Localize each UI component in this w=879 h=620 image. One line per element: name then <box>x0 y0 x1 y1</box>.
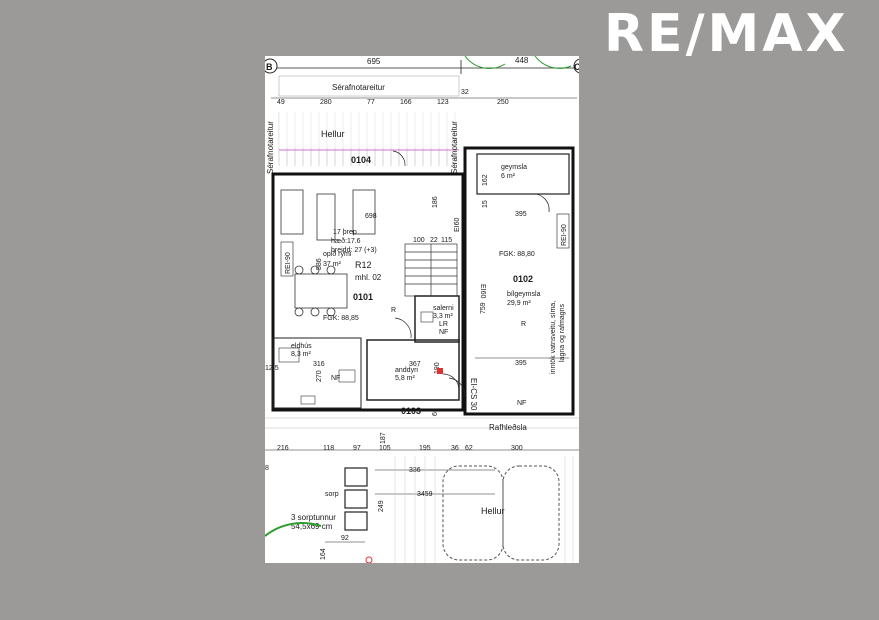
rei90-right: REI-90 <box>561 224 568 246</box>
dim-97: 97 <box>353 445 361 452</box>
vertical-note-2: lagna og rafmagns <box>559 304 566 362</box>
dim-92: 92 <box>341 535 349 542</box>
sorp-label: sorp <box>325 491 339 498</box>
side-label-right: Sérafnotareitur <box>450 121 459 174</box>
ei60-b: EI60 <box>479 284 486 299</box>
open-room-name: opið rými <box>323 250 352 258</box>
hellur-bottom-label: Hellur <box>481 506 505 516</box>
dim-187: 187 <box>380 432 387 444</box>
dim-12-5: 12,5 <box>265 365 279 372</box>
dim-123: 123 <box>437 99 449 106</box>
open-room-area: 37 m² <box>323 261 342 268</box>
dim-top-448: 448 <box>515 56 529 65</box>
dim-77: 77 <box>367 99 375 106</box>
dim-395-a: 395 <box>515 211 527 218</box>
vertical-note-1: inntök vatnsveitu, síma, <box>550 301 557 374</box>
grid-marker-b: B <box>266 62 273 72</box>
anddyri-area: 5,8 m² <box>395 375 416 382</box>
floor-plan: 695 448 B C Sérafnotareitur 49 280 77 16… <box>265 56 579 563</box>
dim-49: 49 <box>277 99 285 106</box>
remax-logo: RE/MAX <box>604 4 849 64</box>
dim-65: 65 <box>432 408 439 416</box>
dim-166: 166 <box>400 99 412 106</box>
dim-115: 115 <box>441 237 452 244</box>
stairs-text-1: 17 þrep <box>333 229 357 236</box>
dim-162: 162 <box>482 174 489 186</box>
r12-label: R12 <box>355 260 372 270</box>
dim-250: 250 <box>497 99 509 106</box>
terrace-label: Sérafnotareitur <box>332 83 385 92</box>
dim-270: 270 <box>316 370 323 382</box>
eldhus-area: 8,3 m² <box>291 351 312 358</box>
floor-plan-drawing: 695 448 B C Sérafnotareitur 49 280 77 16… <box>265 56 579 563</box>
stairs-text-2: hæð:17.6 <box>331 237 361 245</box>
dim-105: 105 <box>379 445 391 452</box>
ei60-a: EI60 <box>454 217 461 232</box>
dim-586: 586 <box>316 258 323 270</box>
r-label-0102: R <box>521 321 526 328</box>
dim-316: 316 <box>313 361 325 368</box>
dim-249: 249 <box>378 500 385 512</box>
dim-195: 195 <box>419 445 431 452</box>
anddyri-name: anddyri <box>395 367 418 374</box>
dim-22: 22 <box>430 237 438 244</box>
dim-216: 216 <box>277 445 289 452</box>
lr-label: LR <box>439 321 448 328</box>
rei90-left: REI-90 <box>285 252 292 274</box>
dim-36: 36 <box>451 445 459 452</box>
unit-0101: 0101 <box>353 292 373 302</box>
dim-100: 100 <box>413 237 425 244</box>
bilgeymsla-name: bílgeymsla <box>507 291 541 298</box>
nf-garage: NF <box>517 400 526 407</box>
fgk-0102: FGK: 88,80 <box>499 251 535 258</box>
sorptunnur-text-2: 54,5x69 cm <box>291 522 333 531</box>
dim-top-695: 695 <box>367 57 381 66</box>
dim-15: 15 <box>482 200 489 208</box>
edge-dim-8: 8 <box>265 465 269 472</box>
dim-395-b: 395 <box>515 360 527 367</box>
geymsla-name: geymsla <box>501 164 527 171</box>
nf-kitchen: NF <box>331 375 340 382</box>
r-label-0101: R <box>391 307 396 314</box>
side-label-left: Sérafnotareitur <box>266 121 275 174</box>
eldhus-name: eldhús <box>291 343 312 350</box>
dim-280: 280 <box>320 99 332 106</box>
unit-0104: 0104 <box>351 155 371 165</box>
dim-186: 186 <box>432 196 439 208</box>
nf-label: NF <box>439 329 448 336</box>
unit-0103: 0103 <box>401 406 421 416</box>
geymsla-area: 6 m² <box>501 173 516 180</box>
salerni-name: salerni <box>433 305 454 312</box>
sorptunnur-text-1: 3 sorptunnur <box>291 513 336 522</box>
dim-32: 32 <box>461 89 469 96</box>
fgk-0101: FGK: 88,85 <box>323 315 359 322</box>
dim-164: 164 <box>320 548 327 560</box>
dim-367: 367 <box>409 361 421 368</box>
mhl-label: mhl. 02 <box>355 273 382 282</box>
dim-62: 62 <box>465 445 473 452</box>
bilgeymsla-area: 29,9 m² <box>507 300 531 307</box>
salerni-area: 3,3 m² <box>433 313 454 320</box>
rafhleosla-label: Rafhleðsla <box>489 423 527 432</box>
stairs-text-3: breidd: 27 (+3) <box>331 247 377 254</box>
dim-698: 698 <box>365 213 377 220</box>
hellur-top-label: Hellur <box>321 129 345 139</box>
dim-118: 118 <box>323 445 334 452</box>
unit-0102: 0102 <box>513 274 533 284</box>
dim-300: 300 <box>511 445 523 452</box>
ei-cs30-label: EI-CS 30 <box>469 378 478 411</box>
grid-marker-c: C <box>574 62 579 72</box>
dim-759: 759 <box>480 302 487 314</box>
